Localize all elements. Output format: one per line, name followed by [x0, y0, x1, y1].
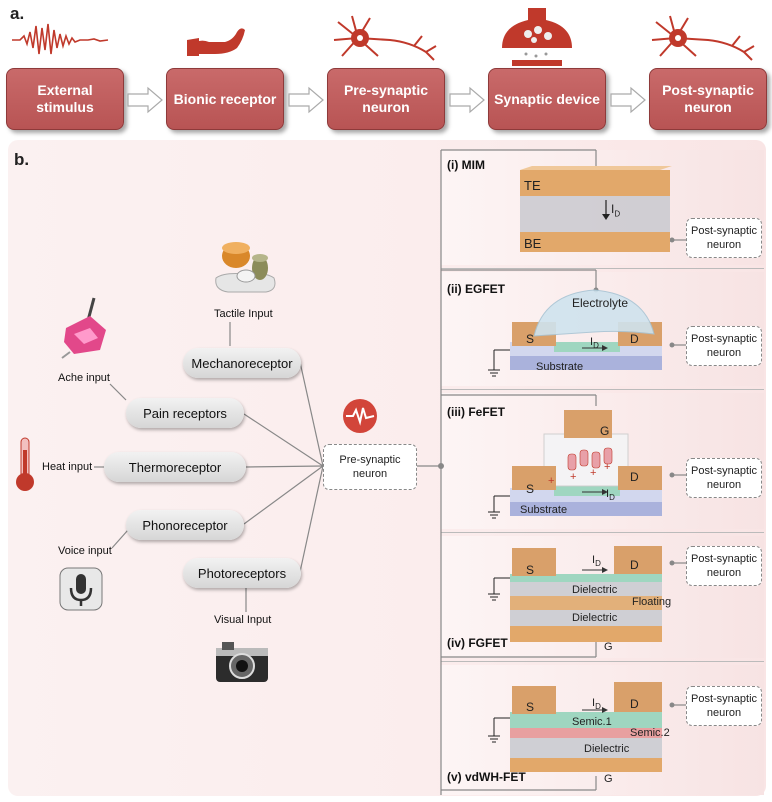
egfet-electrolyte-label: Electrolyte [572, 296, 629, 310]
arrow-icon [127, 86, 163, 114]
fgfet-device [488, 546, 662, 642]
flow-box-synaptic-device: Synaptic device [488, 68, 606, 130]
vdwh-gate-label: G [604, 773, 613, 785]
divider [441, 389, 764, 390]
divider [441, 268, 764, 269]
vdwh-current-label: ID [592, 697, 601, 712]
divider [441, 532, 764, 533]
vdwh-source-label: S [526, 700, 535, 714]
input-label-voice: Voice input [58, 545, 112, 557]
thermometer-icon [16, 437, 34, 491]
mim-device [520, 166, 672, 252]
vdwh-dielectric-label: Dielectric [584, 743, 630, 755]
egfet-source-label: S [526, 332, 535, 346]
microphone-icon [59, 567, 103, 611]
mim-current-label: ID [611, 202, 621, 219]
egfet-current-label: ID [590, 336, 599, 351]
pulse-icon [343, 399, 377, 433]
device-title-egfet: (ii) EGFET [447, 282, 505, 296]
vdwh-drain-label: D [630, 697, 639, 711]
arrow-icon [610, 86, 646, 114]
fgfet-drain-label: D [630, 558, 639, 572]
svg-text:+: + [548, 475, 554, 487]
egfet-device [488, 289, 662, 377]
receptor-mechanoreceptor: Mechanoreceptor [183, 348, 301, 378]
synapse-icon [502, 8, 572, 66]
fgfet-dielectric1-label: Dielectric [572, 584, 618, 596]
receptor-phonoreceptor: Phonoreceptor [126, 510, 244, 540]
egfet-substrate-label: Substrate [536, 361, 584, 373]
svg-text:+: + [590, 467, 596, 479]
mim-te-label: TE [524, 178, 541, 193]
input-label-visual: Visual Input [214, 614, 272, 626]
panel-a-label: a. [10, 4, 25, 23]
postsynaptic-neuron-box: Post-synaptic neuron [686, 218, 762, 258]
vdwh-semic2-label: Semic.2 [630, 727, 670, 739]
flow-box-post-synaptic-neuron: Post-synaptic neuron [649, 68, 767, 130]
device-title-fefet: (iii) FeFET [447, 405, 505, 419]
panel-b-label: b. [14, 150, 30, 169]
input-label-heat: Heat input [42, 461, 93, 473]
fefet-substrate-label: Substrate [520, 504, 568, 516]
neuron-icon [333, 15, 437, 61]
flow-arrows [127, 86, 646, 114]
input-label-tactile: Tactile Input [214, 308, 273, 320]
input-label-ache: Ache input [58, 372, 110, 384]
fgfet-source-label: S [526, 563, 535, 577]
fgfet-current-label: ID [592, 554, 601, 569]
postsynaptic-neuron-box: Post-synaptic neuron [686, 326, 762, 366]
arrow-icon [288, 86, 324, 114]
mim-be-label: BE [524, 236, 542, 251]
fefet-source-label: S [526, 482, 535, 496]
fefet-drain-label: D [630, 470, 639, 484]
hand-icon [187, 28, 245, 56]
device-title-mim: (i) MIM [447, 158, 485, 172]
presynaptic-neuron-box: Pre-synaptic neuron [323, 444, 417, 490]
flow-box-external-stimulus: External stimulus [6, 68, 124, 130]
soundwave-icon [12, 23, 109, 55]
device-title-fgfet: (iv) FGFET [447, 636, 508, 650]
egfet-drain-label: D [630, 332, 639, 346]
fgfet-floating-label: Floating [632, 596, 672, 608]
fgfet-gate-label: G [604, 641, 613, 653]
svg-text:+: + [570, 471, 576, 483]
tactile-icon [215, 242, 276, 293]
fgfet-dielectric2-label: Dielectric [572, 612, 618, 624]
fefet-device: + + + + [488, 410, 662, 519]
postsynaptic-neuron-box: Post-synaptic neuron [686, 546, 762, 586]
postsynaptic-neuron-box: Post-synaptic neuron [686, 686, 762, 726]
fefet-gate-label: G [600, 424, 610, 438]
receptor-pain: Pain receptors [126, 398, 244, 428]
svg-text:+: + [604, 461, 610, 473]
flow-box-bionic-receptor: Bionic receptor [166, 68, 284, 130]
device-title-vdwh: (v) vdWH-FET [447, 770, 526, 784]
receptor-photoreceptors: Photoreceptors [183, 558, 301, 588]
neuron-icon [651, 15, 755, 61]
vdwh-fet-device [488, 682, 662, 772]
flow-box-pre-synaptic-neuron: Pre-synaptic neuron [327, 68, 445, 130]
pain-icon [61, 297, 106, 359]
vdwh-semic1-label: Semic.1 [572, 716, 612, 728]
arrow-icon [449, 86, 485, 114]
divider [441, 661, 764, 662]
fefet-current-label: ID [606, 488, 615, 503]
camera-icon [216, 642, 268, 682]
postsynaptic-neuron-box: Post-synaptic neuron [686, 458, 762, 498]
receptor-thermoreceptor: Thermoreceptor [104, 452, 246, 482]
